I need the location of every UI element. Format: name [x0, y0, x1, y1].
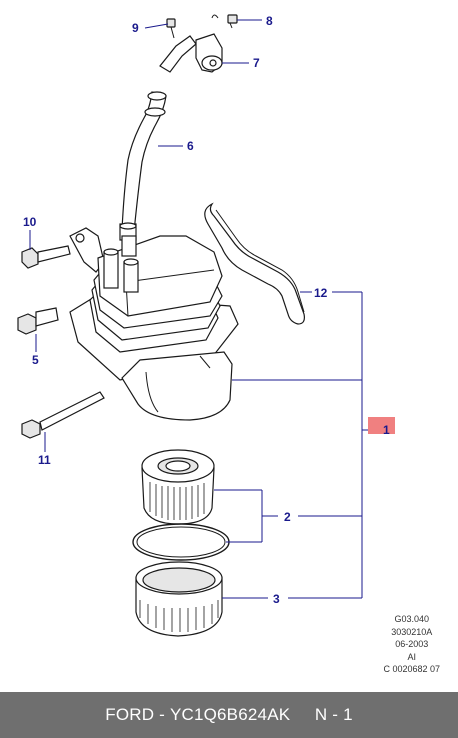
callout-12: 12: [314, 286, 328, 300]
callout-1-highlight: [368, 417, 395, 434]
leader-lines: [29, 19, 372, 599]
reference-line-3: 06-2003: [395, 639, 429, 649]
drawing-reference-info: G03.040 3030210A 06-2003 AI C 0020682 07: [383, 613, 440, 676]
callout-1: 1: [383, 423, 390, 437]
connector-tube-part: [119, 14, 238, 241]
callout-7: 7: [253, 56, 260, 70]
callout-10: 10: [23, 215, 37, 229]
footer-separator: -: [154, 705, 170, 724]
footer-brand: FORD: [105, 705, 155, 724]
callout-9: 9: [132, 21, 139, 35]
gasket-part: [204, 202, 305, 325]
reference-line-1: G03.040: [394, 614, 429, 624]
callout-8: 8: [266, 14, 273, 28]
part-footer-bar: FORD - YC1Q6B624AK N - 1: [0, 692, 458, 738]
oil-cooler-housing-part: [69, 227, 239, 421]
filter-cap-part: [135, 561, 223, 637]
callout-2: 2: [284, 510, 291, 524]
oil-filter-element-part: [141, 449, 215, 525]
footer-part-number: YC1Q6B624AK: [169, 705, 291, 724]
parts-diagram: 9 8 7 6 10 5 11 12 1 2 3: [17, 14, 395, 637]
bolt-5-part: [17, 307, 59, 335]
reference-line-5: C 0020682 07: [383, 664, 440, 674]
footer-quantity: N - 1: [314, 705, 353, 724]
reference-line-2: 3030210A: [391, 626, 433, 637]
callout-3: 3: [273, 592, 280, 606]
footer-gap: [290, 705, 315, 725]
callout-5: 5: [32, 353, 39, 367]
bolt-11-part: [21, 391, 105, 439]
callout-6: 6: [187, 139, 194, 153]
reference-line-4: AI: [407, 651, 416, 662]
o-ring-part: [132, 523, 230, 561]
bolt-10-part: [21, 245, 71, 269]
callout-11: 11: [38, 453, 51, 467]
